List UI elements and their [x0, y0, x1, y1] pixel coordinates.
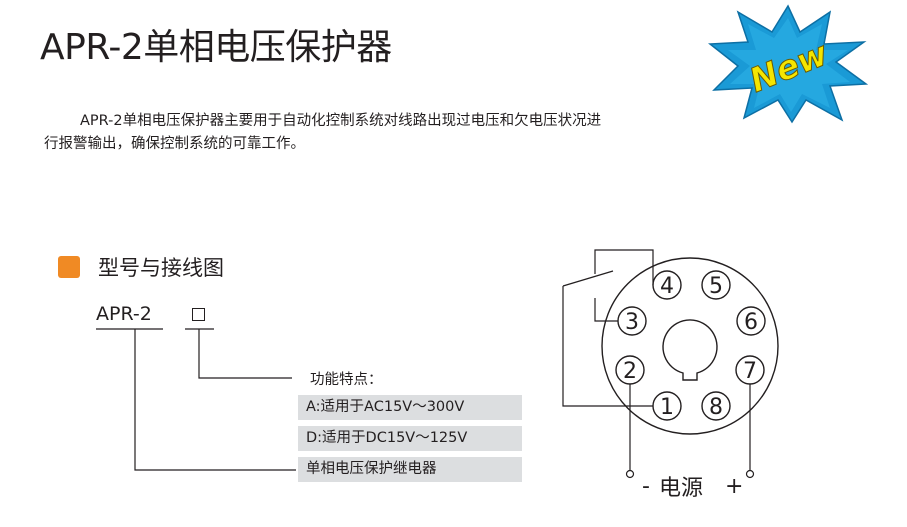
model-name: APR-2	[96, 303, 152, 325]
svg-text:7: 7	[743, 359, 757, 384]
socket-key	[662, 319, 718, 381]
contact-wiring	[562, 249, 654, 407]
function-label: 功能特点：	[310, 372, 383, 388]
supply-label: 电源	[659, 476, 703, 501]
pin-6: 6	[736, 306, 766, 336]
page-title: APR-2单相电压保护器	[40, 27, 392, 68]
svg-text:6: 6	[744, 310, 758, 335]
pin-1: 1	[652, 391, 682, 421]
svg-text:4: 4	[660, 274, 674, 299]
pin-3: 3	[617, 306, 647, 336]
new-badge: New	[708, 4, 868, 124]
pin-2: 2	[615, 355, 645, 385]
supply-plus: +	[725, 474, 743, 499]
svg-text:5: 5	[709, 274, 723, 299]
option-d: D:适用于DC15V～125V	[298, 426, 522, 451]
model-code-box	[192, 308, 205, 321]
svg-text:2: 2	[623, 359, 637, 384]
section-marker	[58, 256, 80, 278]
option-a: A:适用于AC15V～300V	[298, 395, 522, 420]
pin-4: 4	[652, 270, 682, 300]
wiring-diagram: 1 2 3 4 5 6 7 8 - 电源 +	[562, 249, 779, 501]
section-title: 型号与接线图	[98, 256, 224, 280]
relay-type: 单相电压保护继电器	[298, 457, 522, 482]
svg-text:3: 3	[625, 310, 639, 335]
socket-outline	[601, 257, 779, 435]
intro-paragraph: APR-2单相电压保护器主要用于自动化控制系统对线路出现过电压和欠电压状况进行报…	[44, 113, 602, 152]
pin-8: 8	[701, 391, 731, 421]
pin-7: 7	[735, 355, 765, 385]
supply-minus: -	[642, 474, 650, 499]
svg-text:1: 1	[660, 395, 674, 420]
supply-leads	[625, 384, 755, 479]
svg-text:8: 8	[709, 395, 723, 420]
pin-5: 5	[701, 270, 731, 300]
